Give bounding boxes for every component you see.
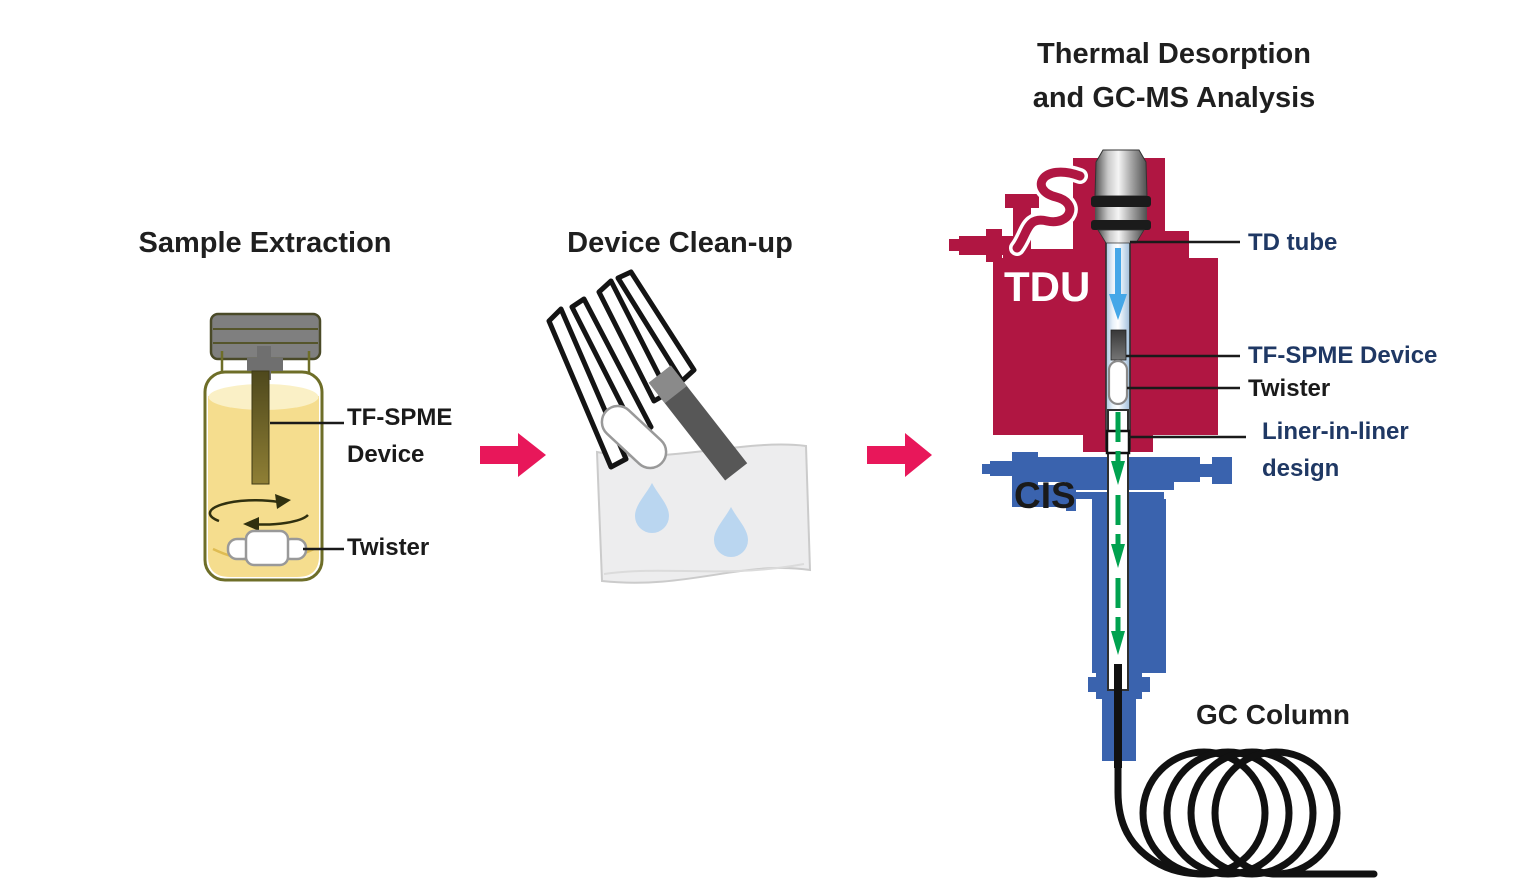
- vial-cap-ridges: [213, 328, 318, 344]
- label-liner-in-liner: Liner-in-liner design: [1262, 418, 1409, 482]
- strip-hanger-bar: [247, 358, 283, 371]
- cleanup-scene: [546, 269, 812, 584]
- solvent-droplet-1: [635, 483, 669, 533]
- td-tube-connector: [1091, 149, 1151, 244]
- label-gc-column: GC Column: [1196, 699, 1350, 730]
- flow-arrow-blue: [1109, 248, 1127, 320]
- flow-arrow-1: [480, 433, 546, 477]
- title-analysis-line1: Thermal Desorption: [1037, 38, 1311, 70]
- cleanup-wipe: [595, 443, 812, 584]
- rotation-arrows-icon: [208, 494, 309, 531]
- title-device-cleanup: Device Clean-up: [567, 227, 793, 259]
- label-tdu: TDU: [1004, 263, 1091, 310]
- callout-lines-right: [1126, 240, 1246, 439]
- wipe-fold-line: [603, 563, 805, 575]
- title-sample-extraction: Sample Extraction: [138, 227, 392, 259]
- tf-spme-in-tube: [1110, 329, 1127, 361]
- label-twister-analysis: Twister: [1248, 375, 1331, 402]
- tf-spme-in-tweezers: [648, 365, 748, 481]
- sample-vial: [203, 312, 344, 582]
- solvent-droplet-2: [714, 507, 748, 557]
- vial-neck: [220, 351, 311, 374]
- title-analysis-line2: and GC-MS Analysis: [1032, 82, 1316, 114]
- gc-column-coil: [1114, 664, 1378, 878]
- flow-arrows-green: [1111, 412, 1125, 655]
- tf-spme-strip: [251, 370, 270, 485]
- label-tfspme-analysis: TF-SPME Device: [1248, 342, 1438, 369]
- twister-in-tube: [1107, 359, 1129, 406]
- label-tfspme-extraction: TF-SPME Device: [347, 404, 453, 468]
- tweezers-left: [546, 296, 654, 470]
- flow-arrow-2: [867, 433, 932, 477]
- label-cis: CIS: [1014, 475, 1076, 516]
- tdu-transfer-line: [1012, 167, 1085, 253]
- twister-in-tweezers: [600, 404, 668, 470]
- label-twister-extraction: Twister: [347, 534, 430, 561]
- vial-liquid: [208, 396, 319, 577]
- twister-stir-bar: [226, 529, 308, 567]
- label-td-tube: TD tube: [1248, 229, 1338, 256]
